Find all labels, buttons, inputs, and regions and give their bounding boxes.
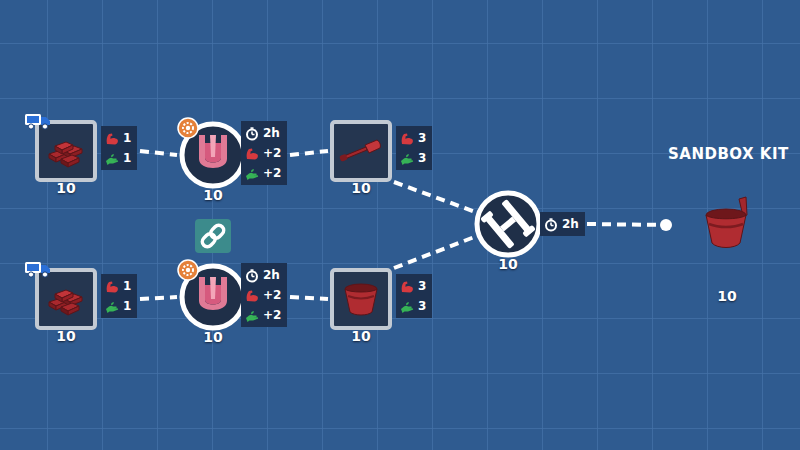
stat-value: 3 bbox=[418, 299, 426, 313]
count-number: 10 bbox=[35, 180, 97, 196]
stat-icon bbox=[105, 151, 119, 165]
item-node: 1033 bbox=[330, 120, 433, 196]
link-badge bbox=[195, 219, 231, 253]
stat-row: 1 bbox=[105, 129, 131, 147]
count-number: 10 bbox=[668, 288, 786, 304]
stat-row: +2 bbox=[245, 144, 281, 162]
stat-icon bbox=[105, 279, 119, 293]
stat-row: 3 bbox=[400, 129, 426, 147]
stat-icon bbox=[245, 268, 259, 282]
stat-value: +2 bbox=[263, 166, 281, 180]
result-node: SANDBOX KIT 10 bbox=[668, 145, 786, 304]
stat-row: 2h bbox=[245, 124, 281, 142]
flow-connector bbox=[394, 182, 474, 212]
stat-row: 3 bbox=[400, 297, 426, 315]
product-icon bbox=[697, 195, 757, 255]
stats-panel: 33 bbox=[396, 126, 432, 170]
count-number: 10 bbox=[474, 256, 542, 272]
item-node: 1033 bbox=[330, 268, 433, 344]
count-number: 10 bbox=[330, 180, 392, 196]
stat-value: +2 bbox=[263, 308, 281, 322]
connector-end-dot bbox=[660, 219, 672, 231]
stat-icon bbox=[400, 151, 414, 165]
stat-icon bbox=[400, 279, 414, 293]
stat-icon bbox=[245, 166, 259, 180]
stat-row: +2 bbox=[245, 286, 281, 304]
stat-value: 1 bbox=[123, 131, 131, 145]
stats-panel: 33 bbox=[396, 274, 432, 318]
item-box bbox=[330, 268, 392, 330]
stat-icon bbox=[544, 217, 558, 231]
stat-value: 1 bbox=[123, 151, 131, 165]
machine-node: 10 2h +2 +2 bbox=[179, 263, 288, 345]
machine-node: 10 2h bbox=[474, 190, 585, 272]
flow-connector bbox=[140, 151, 177, 155]
flow-connector bbox=[394, 237, 474, 268]
stat-value: 1 bbox=[123, 299, 131, 313]
stat-icon bbox=[245, 126, 259, 140]
stat-row: 2h bbox=[544, 215, 579, 233]
stat-row: 1 bbox=[105, 149, 131, 167]
gear-badge bbox=[177, 117, 199, 139]
count-number: 10 bbox=[179, 187, 247, 203]
stat-icon bbox=[105, 299, 119, 313]
stats-panel: 2h +2 +2 bbox=[241, 263, 287, 327]
stat-row: 3 bbox=[400, 277, 426, 295]
stat-row: +2 bbox=[245, 164, 281, 182]
stats-panel: 2h bbox=[540, 212, 585, 236]
stat-row: 1 bbox=[105, 297, 131, 315]
count-number: 10 bbox=[35, 328, 97, 344]
stat-icon bbox=[245, 146, 259, 160]
stat-value: 2h bbox=[263, 268, 280, 282]
stat-icon bbox=[245, 288, 259, 302]
stats-panel: 2h +2 +2 bbox=[241, 121, 287, 185]
stat-icon bbox=[400, 299, 414, 313]
stat-icon bbox=[105, 131, 119, 145]
count-number: 10 bbox=[330, 328, 392, 344]
stats-panel: 11 bbox=[101, 126, 137, 170]
count-number: 10 bbox=[179, 329, 247, 345]
stat-value: +2 bbox=[263, 288, 281, 302]
flow-connector bbox=[587, 224, 666, 225]
item-node: 1011 bbox=[35, 268, 138, 344]
stat-value: 3 bbox=[418, 151, 426, 165]
stat-row: 3 bbox=[400, 149, 426, 167]
stat-value: +2 bbox=[263, 146, 281, 160]
flow-connector bbox=[290, 151, 328, 155]
stat-icon bbox=[400, 131, 414, 145]
stat-value: 3 bbox=[418, 131, 426, 145]
item-node: 1011 bbox=[35, 120, 138, 196]
stats-panel: 11 bbox=[101, 274, 137, 318]
delivery-icon bbox=[25, 260, 51, 278]
gear-badge bbox=[177, 259, 199, 281]
item-box bbox=[330, 120, 392, 182]
stat-value: 2h bbox=[263, 126, 280, 140]
product-title: SANDBOX KIT bbox=[668, 145, 786, 163]
flow-connector bbox=[140, 297, 177, 299]
stat-value: 3 bbox=[418, 279, 426, 293]
flow-connector bbox=[290, 297, 328, 299]
stat-row: 1 bbox=[105, 277, 131, 295]
stat-value: 2h bbox=[562, 217, 579, 231]
stat-row: +2 bbox=[245, 306, 281, 324]
stat-row: 2h bbox=[245, 266, 281, 284]
machine-node: 10 2h +2 +2 bbox=[179, 121, 288, 203]
stat-icon bbox=[245, 308, 259, 322]
assembler-circle bbox=[474, 190, 542, 258]
delivery-icon bbox=[25, 112, 51, 130]
stat-value: 1 bbox=[123, 279, 131, 293]
